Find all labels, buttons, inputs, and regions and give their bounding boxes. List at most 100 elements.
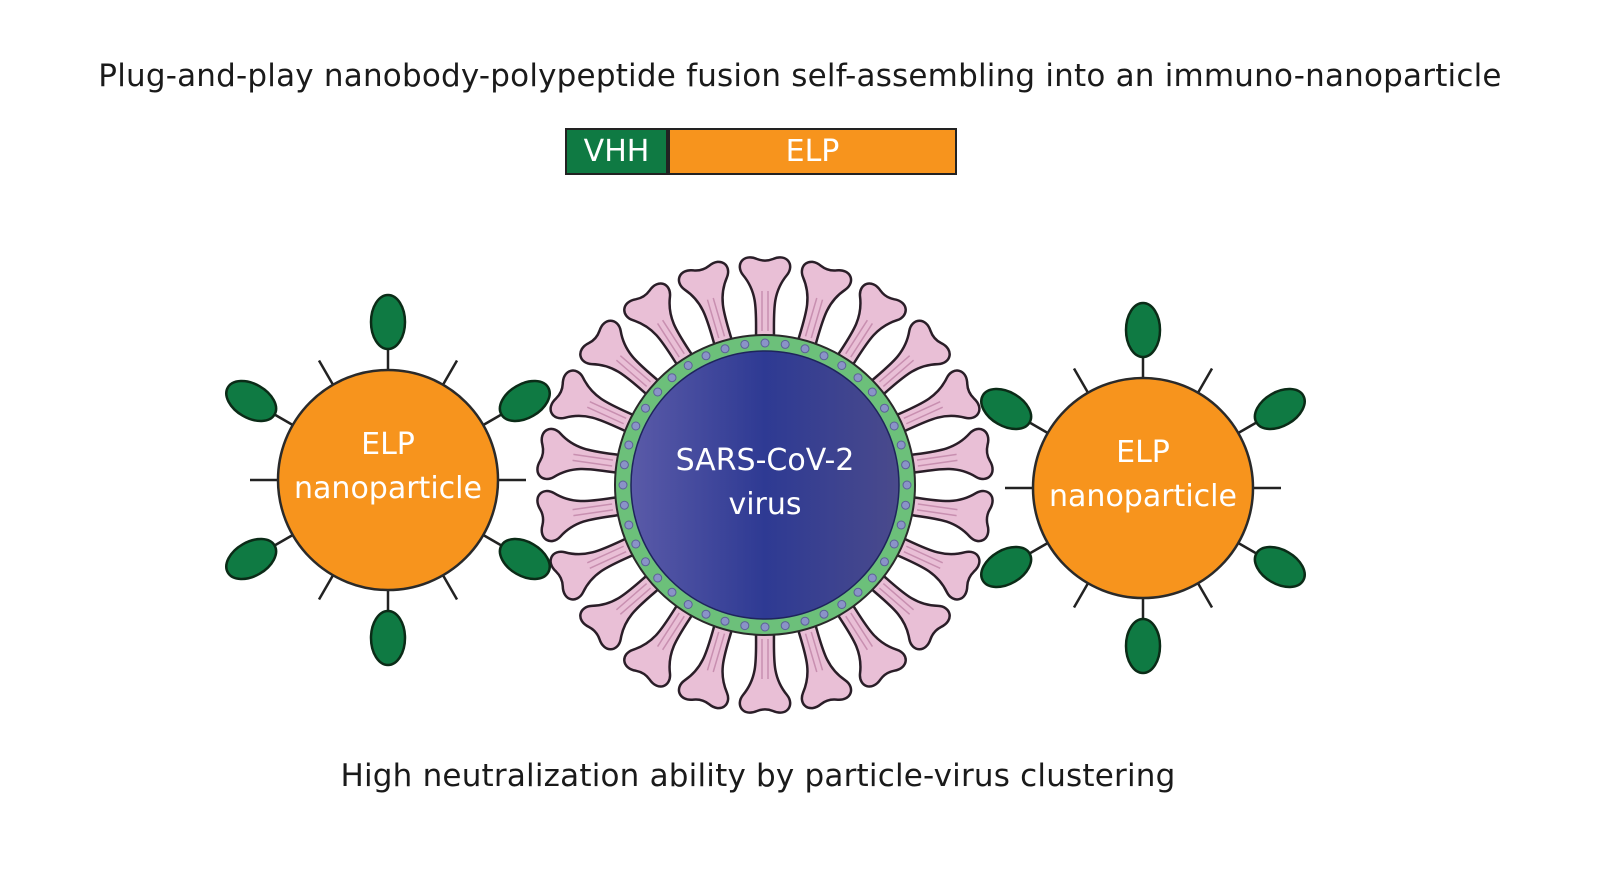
membrane-protein (889, 421, 899, 431)
spike-shape (795, 260, 853, 351)
spike (795, 260, 853, 351)
membrane-protein (902, 480, 912, 490)
membrane-protein (641, 557, 650, 567)
left-elp-nanoparticle (225, 293, 551, 667)
spike (549, 534, 640, 601)
nanobody-linker (1237, 541, 1258, 556)
spike-highlight (916, 503, 958, 517)
membrane-protein (618, 480, 628, 490)
spike-highlight (804, 297, 824, 339)
membrane-protein (889, 539, 899, 549)
nanobody-vhh (1124, 617, 1162, 675)
membrane-protein (760, 622, 770, 632)
spike-shape (866, 570, 951, 651)
nanobody-linker (273, 533, 294, 548)
membrane-protein (760, 338, 770, 348)
spike-highlight (706, 297, 726, 339)
spike (677, 260, 735, 351)
vhh-segment: VHH (565, 128, 668, 175)
nanobody-vhh (980, 545, 1033, 589)
membrane-protein (896, 520, 906, 530)
membrane-protein (701, 609, 711, 619)
membrane-protein (624, 440, 634, 450)
spike-highlight (761, 639, 769, 679)
spike-highlight (845, 319, 874, 358)
linker (1196, 367, 1214, 394)
spike (890, 534, 981, 601)
spike-shape (795, 619, 853, 710)
spike (738, 627, 792, 714)
spike-shape (904, 427, 994, 481)
spike-shape (536, 489, 626, 543)
left-np-label-line1: ELP (361, 427, 415, 462)
linker (317, 574, 335, 601)
linker (1072, 582, 1090, 609)
membrane-protein (896, 440, 906, 450)
spike-shape (738, 627, 792, 714)
diagram-caption: High neutralization ability by particle-… (340, 758, 1176, 794)
spike-shape (738, 256, 792, 343)
right-elp-nanoparticle (980, 301, 1306, 675)
spike-highlight (615, 583, 652, 615)
membrane-protein (800, 344, 810, 354)
spike (738, 256, 792, 343)
virus-spikes (536, 256, 994, 714)
spike-shape (549, 369, 640, 436)
nanobody-linker (273, 412, 294, 427)
spike (536, 427, 626, 481)
membrane-protein (880, 403, 889, 413)
membrane-protein (667, 373, 677, 383)
membrane-protein (720, 616, 730, 626)
membrane-protein (819, 351, 829, 361)
membrane-protein (619, 500, 629, 510)
spike-highlight (804, 631, 824, 673)
membrane-protein (880, 557, 889, 567)
spike-shape (536, 427, 626, 481)
membrane-protein (683, 361, 693, 370)
spike-highlight (706, 631, 726, 673)
membrane-protein (780, 621, 790, 631)
spike-shape (904, 489, 994, 543)
spike (623, 282, 697, 371)
left-np-label-line2: nanoparticle (294, 471, 482, 506)
spike-highlight (656, 612, 685, 651)
linker (441, 359, 459, 386)
membrane-protein (631, 421, 641, 431)
linker (441, 574, 459, 601)
membrane-protein (683, 600, 693, 609)
nanobody-vhh (225, 379, 278, 423)
nanobody-vhh (498, 379, 551, 423)
membrane-protein (837, 361, 847, 370)
nanobody-vhh (498, 537, 551, 581)
spike-highlight (586, 400, 627, 425)
linker (1196, 582, 1214, 609)
nanobody-linker (1028, 541, 1049, 556)
membrane-protein (901, 460, 911, 470)
spike (536, 489, 626, 543)
membrane-protein (653, 573, 663, 583)
spike (677, 619, 735, 710)
nanobody-vhh (369, 293, 407, 351)
spike (890, 369, 981, 436)
nanobody-linker (482, 533, 503, 548)
spike (623, 599, 697, 688)
membrane-protein (624, 520, 634, 530)
nanobody-linker (1237, 420, 1258, 435)
spike-highlight (903, 545, 944, 570)
spike (866, 570, 951, 651)
fusion-construct-bar: VHH ELP (565, 128, 957, 175)
linker (317, 359, 335, 386)
membrane-protein (701, 351, 711, 361)
nanobody-vhh (369, 609, 407, 667)
right-np-label-line2: nanoparticle (1049, 479, 1237, 514)
spike-highlight (761, 291, 769, 331)
nanobody-vhh (225, 537, 278, 581)
nanobody-vhh (1124, 301, 1162, 359)
membrane-protein (837, 600, 847, 609)
spike (904, 427, 994, 481)
membrane-protein (619, 460, 629, 470)
spike-highlight (656, 319, 685, 358)
spike-highlight (572, 503, 614, 517)
spike-shape (890, 534, 981, 601)
spike (866, 319, 951, 400)
